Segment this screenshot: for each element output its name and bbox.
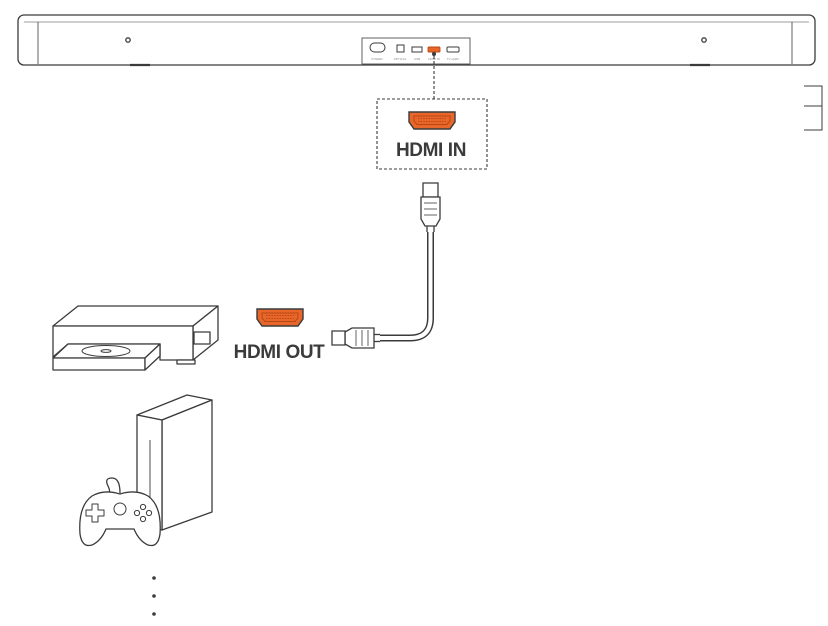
- hdmi-cable-icon: [331, 182, 441, 349]
- hdmi-out-group: HDMI OUT: [234, 308, 326, 363]
- port-label-power: POWER: [371, 57, 383, 61]
- hdmi-port-icon: [256, 308, 304, 327]
- port-label-tv-earc: TV eARC: [447, 57, 461, 61]
- bluray-player-icon: [52, 305, 219, 371]
- soundbar-icon: [17, 14, 816, 67]
- hdmi-in-callout: HDMI IN: [376, 98, 488, 170]
- hdmi-out-label: HDMI OUT: [234, 342, 326, 363]
- port-label-usb: USB: [414, 57, 420, 61]
- soundbar-side-bracket: [804, 85, 823, 131]
- hdmi-port-icon: [408, 111, 456, 130]
- game-controller-icon: [79, 477, 161, 547]
- hdmi-in-label: HDMI IN: [396, 140, 466, 161]
- port-label-optical: OPTICAL: [394, 57, 407, 61]
- callout-line: [432, 52, 436, 99]
- ellipsis-icon: [152, 576, 156, 616]
